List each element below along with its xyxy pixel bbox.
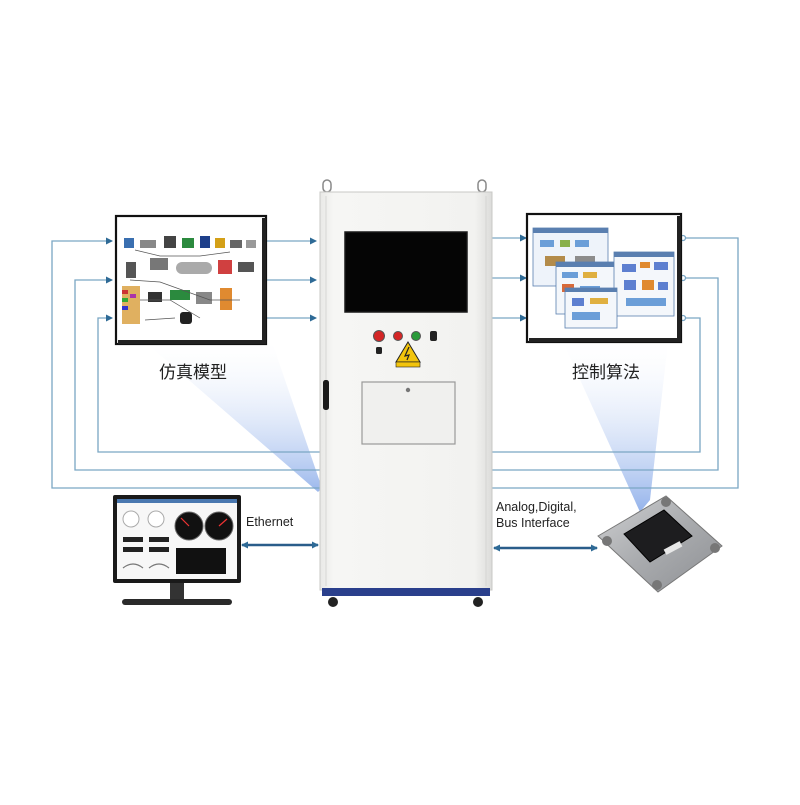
cabinet-handle — [323, 380, 329, 410]
key-switch-lower — [376, 347, 382, 354]
hil-cabinet — [319, 179, 493, 607]
control-algorithm-panel — [525, 212, 683, 344]
ecu-controller — [597, 495, 723, 593]
simulation-model-panel — [114, 214, 268, 346]
algorithm-windows — [532, 227, 675, 329]
projection-beam-left — [145, 342, 322, 492]
cabinet-monitor — [344, 231, 468, 313]
host-pc-monitor — [113, 495, 241, 605]
key-switch — [430, 331, 437, 341]
simulink-blocks — [122, 236, 256, 324]
emergency-stop-button — [373, 330, 385, 342]
ethernet-label: Ethernet — [246, 515, 294, 529]
interface-label-line1: Analog,Digital, — [496, 500, 577, 514]
cabinet-drawer — [361, 381, 456, 445]
interface-label-line2: Bus Interface — [496, 516, 570, 530]
ecu-connector — [623, 509, 693, 563]
cabinet-eye-bolt-left — [322, 179, 332, 193]
cabinet-eye-bolt-right — [477, 179, 487, 193]
green-button — [411, 331, 421, 341]
wiring-left — [51, 237, 320, 489]
cabinet-base — [322, 588, 490, 596]
red-button — [393, 331, 403, 341]
control-algorithm-label: 控制算法 — [572, 363, 640, 383]
wiring-right — [492, 234, 739, 489]
simulation-model-label: 仿真模型 — [159, 363, 227, 383]
